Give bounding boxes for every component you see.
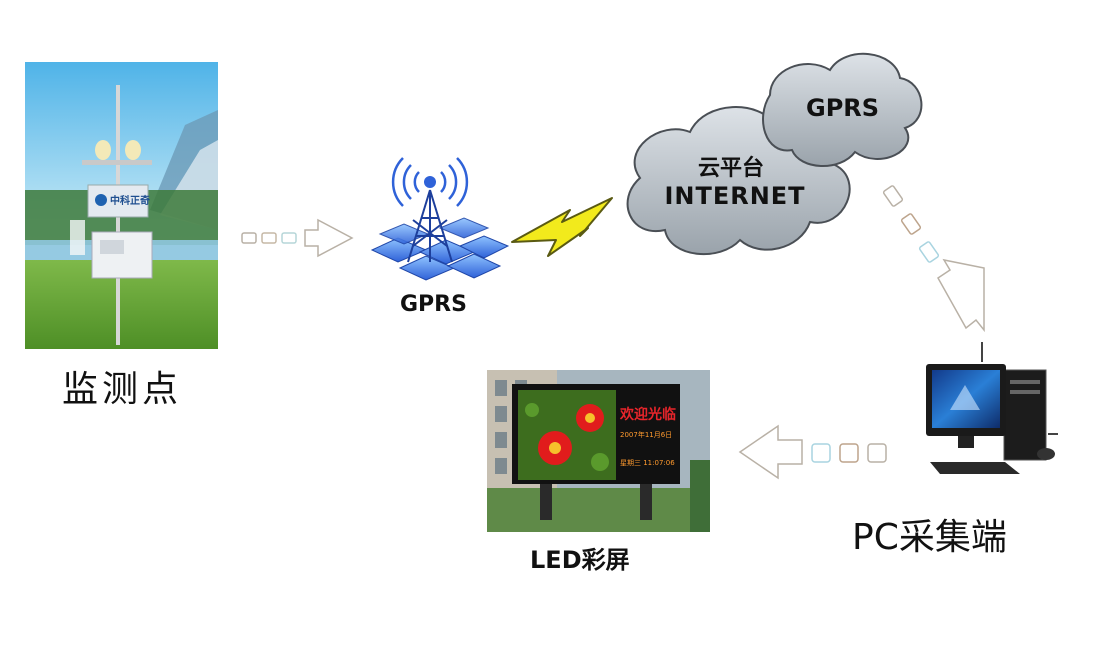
led-display-time: 星期三 11:07:06 (620, 459, 675, 467)
cloud-gprs-label: GPRS (806, 94, 880, 122)
sign-brand-text: 中科正奇 (110, 194, 150, 207)
cloud-internet-label: INTERNET (664, 182, 806, 210)
brand-logo-icon (95, 194, 107, 206)
gprs-tower-icon (370, 157, 510, 281)
arrow-cloud-to-pc (882, 185, 985, 333)
led-screen-photo (487, 370, 710, 532)
led-display-date: 2007年11月6日 (620, 431, 673, 439)
cloud-platform-label: 云平台 (697, 156, 764, 181)
led-screen-label: LED彩屏 (530, 546, 630, 574)
cloud-gprs-icon (762, 52, 923, 167)
monitor-station-photo: 中科正奇 (25, 62, 218, 349)
pc-computer-icon (926, 364, 1058, 474)
arrow-monitor-to-gprs (241, 218, 354, 258)
lightning-bolt-icon (511, 197, 613, 257)
led-display-title: 欢迎光临 (620, 407, 676, 423)
monitor-point-label: 监测点 (62, 369, 183, 410)
pc-terminal-label: PC采集端 (852, 517, 1007, 558)
arrow-pc-to-led (738, 424, 887, 480)
gprs-tower-label: GPRS (400, 292, 467, 317)
